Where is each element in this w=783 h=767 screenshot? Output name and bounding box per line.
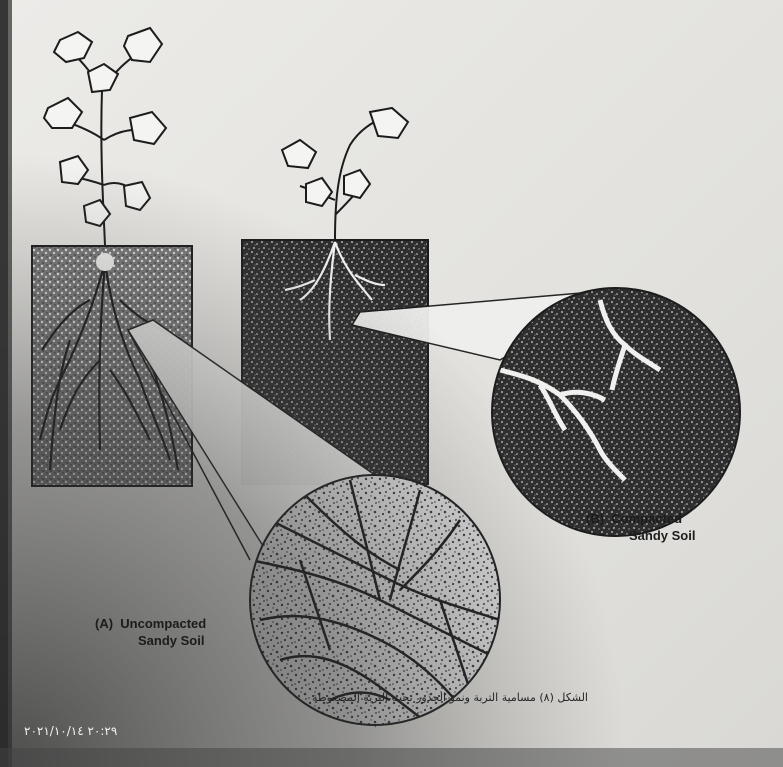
figure-caption: الشكل (٨) مسامية التربة ونمو الجذور تحت … [240,691,588,704]
photo-timestamp: ٢٠:٢٩ ٢٠٢١/١٠/١٤ [24,724,117,738]
label-a-title: (A) Uncompacted [95,616,206,631]
label-b-title: (B) Compacted [586,511,682,526]
label-b-subtitle: Sandy Soil [629,528,695,543]
label-a-subtitle: Sandy Soil [138,633,204,648]
